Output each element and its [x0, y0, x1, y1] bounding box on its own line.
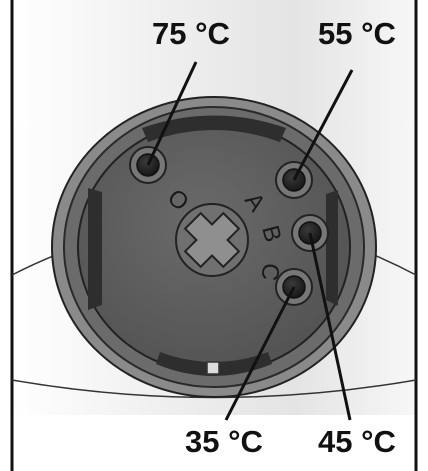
label-35c: 35 °C	[185, 424, 263, 459]
dial-marking-c: C	[255, 261, 285, 283]
leader-line-55	[292, 69, 354, 181]
label-55c: 55 °C	[318, 16, 396, 51]
label-45c: 45 °C	[318, 424, 396, 459]
dial-marking-b: B	[256, 223, 286, 245]
dial-notch	[206, 361, 220, 375]
rim-slot-left	[88, 188, 102, 310]
leader-line-45	[308, 232, 352, 421]
leader-line-75	[146, 61, 198, 166]
cross-adjuster	[175, 203, 249, 277]
label-75c: 75 °C	[152, 16, 230, 51]
leader-line-35	[224, 286, 296, 421]
rim-slot-top	[142, 115, 286, 142]
rim-slot-right	[326, 190, 338, 306]
